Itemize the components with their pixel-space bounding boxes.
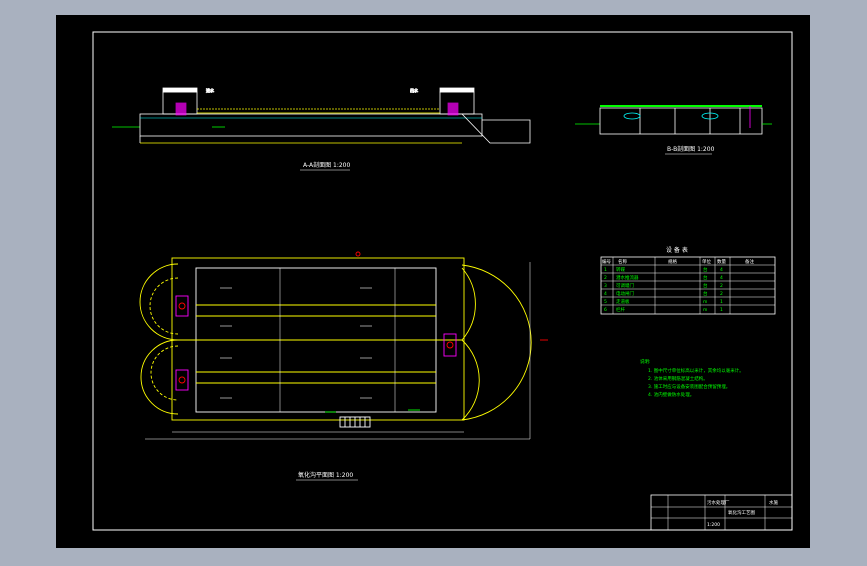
table-cell: 台 [703, 274, 708, 281]
svg-text:进水: 进水 [206, 87, 214, 93]
longitudinal-section-title: A-A剖面图 1:200 [303, 161, 350, 169]
table-cell: m [703, 308, 707, 313]
note-item: 2. 池体采用钢筋混凝土结构。 [648, 375, 708, 382]
table-header-no: 编号 [602, 258, 611, 265]
title-block-scale: 1:200 [707, 522, 720, 528]
longitudinal-section: 进水 出水 [112, 87, 531, 144]
title-block-drawing-name: 氧化沟工艺图 [728, 509, 755, 516]
notes: 说明: 1. 图中尺寸单位标高以米计，其余均以毫米计。 2. 池体采用钢筋混凝土… [640, 358, 744, 398]
table-cell: 潜水推流器 [616, 274, 639, 281]
table-cell: 转碟 [616, 266, 625, 273]
table-cell: 走道板 [616, 298, 630, 305]
equipment-table-title: 设 备 表 [666, 246, 688, 254]
drawing-sheet [56, 15, 810, 548]
table-cell: 3 [604, 283, 607, 289]
table-cell: 台 [703, 266, 708, 273]
table-header-remark: 备注 [745, 258, 754, 265]
table-header-spec: 规格 [668, 258, 677, 265]
table-header-unit: 单位 [702, 258, 711, 265]
svg-text:出水: 出水 [410, 87, 418, 93]
table-cell: 4 [720, 267, 723, 273]
cross-section [575, 105, 772, 135]
table-cell: 可调堰门 [616, 282, 634, 289]
table-cell: 台 [703, 282, 708, 289]
table-cell: 1 [720, 307, 723, 313]
table-cell: 台 [703, 290, 708, 297]
table-cell: 2 [720, 283, 723, 289]
title-block-project: 污水处理厂 [707, 499, 730, 506]
table-cell: 电动闸门 [616, 290, 634, 297]
note-item: 4. 池内壁做防水处理。 [648, 391, 694, 398]
table-cell: 1 [720, 299, 723, 305]
notes-heading: 说明: [640, 358, 651, 365]
table-cell: 2 [604, 275, 607, 281]
plan-title: 氧化沟平面图 1:200 [298, 471, 353, 479]
table-cell: 2 [720, 291, 723, 297]
equipment-table: 设 备 表 编号 名称 规格 单位 数量 备注 1 转碟 台 4 [600, 246, 776, 315]
table-cell: 4 [604, 291, 607, 297]
table-header-name: 名称 [618, 258, 627, 265]
drawing-border [92, 31, 793, 531]
plan-view [139, 251, 548, 440]
table-cell: 5 [604, 299, 607, 305]
table-cell: 1 [604, 267, 607, 273]
title-block: 污水处理厂 氧化沟工艺图 1:200 水施 [650, 494, 793, 531]
table-header-qty: 数量 [717, 258, 726, 265]
title-block-sheet: 水施 [769, 499, 778, 506]
table-cell: 6 [604, 307, 607, 313]
table-cell: 栏杆 [616, 306, 625, 313]
cross-section-title: B-B剖面图 1:200 [667, 145, 715, 153]
table-cell: m [703, 300, 707, 305]
table-cell: 4 [720, 275, 723, 281]
note-item: 1. 图中尺寸单位标高以米计，其余均以毫米计。 [648, 367, 744, 374]
note-item: 3. 施工时应与设备安装图配合预留预埋。 [648, 383, 730, 390]
